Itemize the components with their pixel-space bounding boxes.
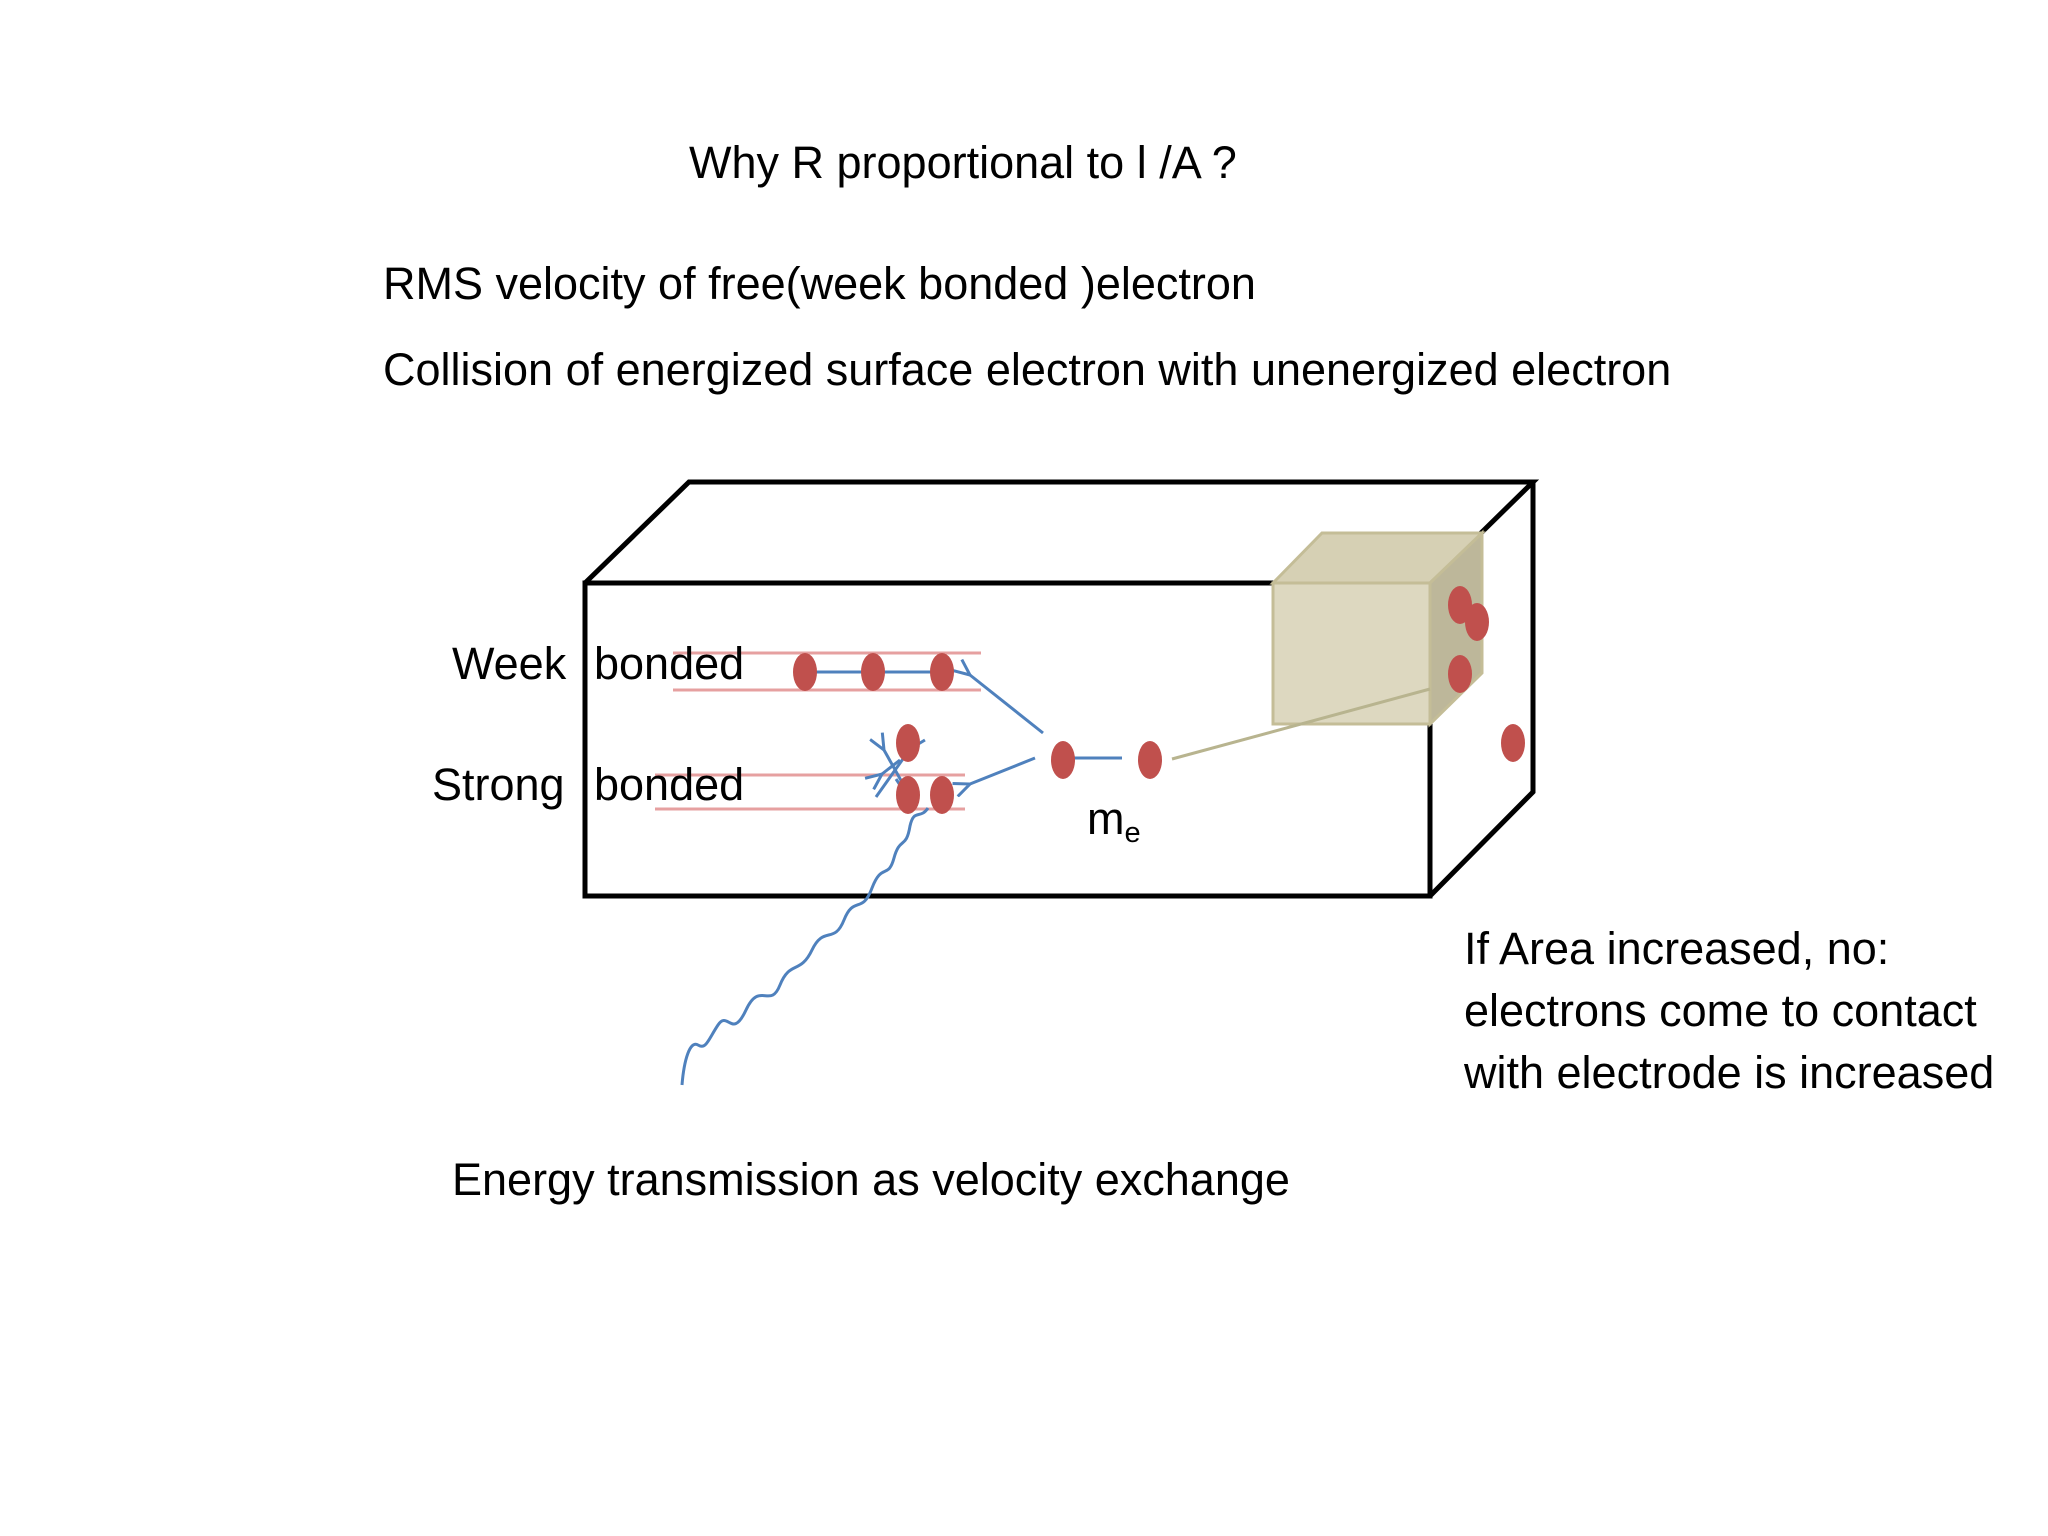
arrow-to-weak — [970, 675, 1044, 735]
box-front-face — [582, 580, 1433, 899]
area-note-line-2: electrons come to contact — [1464, 985, 1977, 1036]
electron-mass-main: m — [1087, 793, 1125, 844]
week-label: Week — [452, 638, 567, 689]
electrode — [1269, 529, 1486, 728]
box-side-face — [1428, 482, 1536, 898]
weak-bond-label: bonded — [594, 638, 745, 689]
electrode-front — [1271, 581, 1432, 726]
electrode-connector — [1171, 687, 1431, 761]
arrow-strong-left — [882, 758, 901, 774]
electron-weak-3 — [930, 653, 954, 691]
electron-weak-2 — [861, 653, 885, 691]
electron-energized — [1138, 741, 1162, 779]
electron-mass-label: me — [1087, 796, 1141, 848]
electron-colliding — [1051, 741, 1075, 779]
electron-weak-1 — [793, 653, 817, 691]
area-note-line-3: with electrode is increased — [1464, 1047, 1995, 1098]
area-note-line-1: If Area increased, no: — [1464, 923, 1890, 974]
electron-strong-1 — [896, 776, 920, 814]
electron-strong-2 — [930, 776, 954, 814]
energy-transmission-caption: Energy transmission as velocity exchange — [452, 1154, 1290, 1205]
strong-label: Strong — [432, 759, 565, 810]
rms-velocity-text: RMS velocity of free(week bonded )electr… — [383, 258, 1256, 309]
strong-bond-label: bonded — [594, 759, 745, 810]
electron-mass-sub: e — [1124, 817, 1141, 849]
electron-strong-top — [896, 724, 920, 762]
arrow-to-strong — [970, 756, 1036, 784]
area-note: If Area increased, no: electrons come to… — [1464, 918, 2044, 1104]
electrons — [793, 586, 1525, 814]
slide-title: Why R proportional to l /A ? — [689, 137, 1237, 188]
photon-wave-icon — [680, 807, 930, 1086]
electron-outside — [1501, 724, 1525, 762]
electron-electrode-3 — [1448, 655, 1472, 693]
electron-electrode-2 — [1465, 603, 1489, 641]
collision-text: Collision of energized surface electron … — [383, 344, 1672, 395]
